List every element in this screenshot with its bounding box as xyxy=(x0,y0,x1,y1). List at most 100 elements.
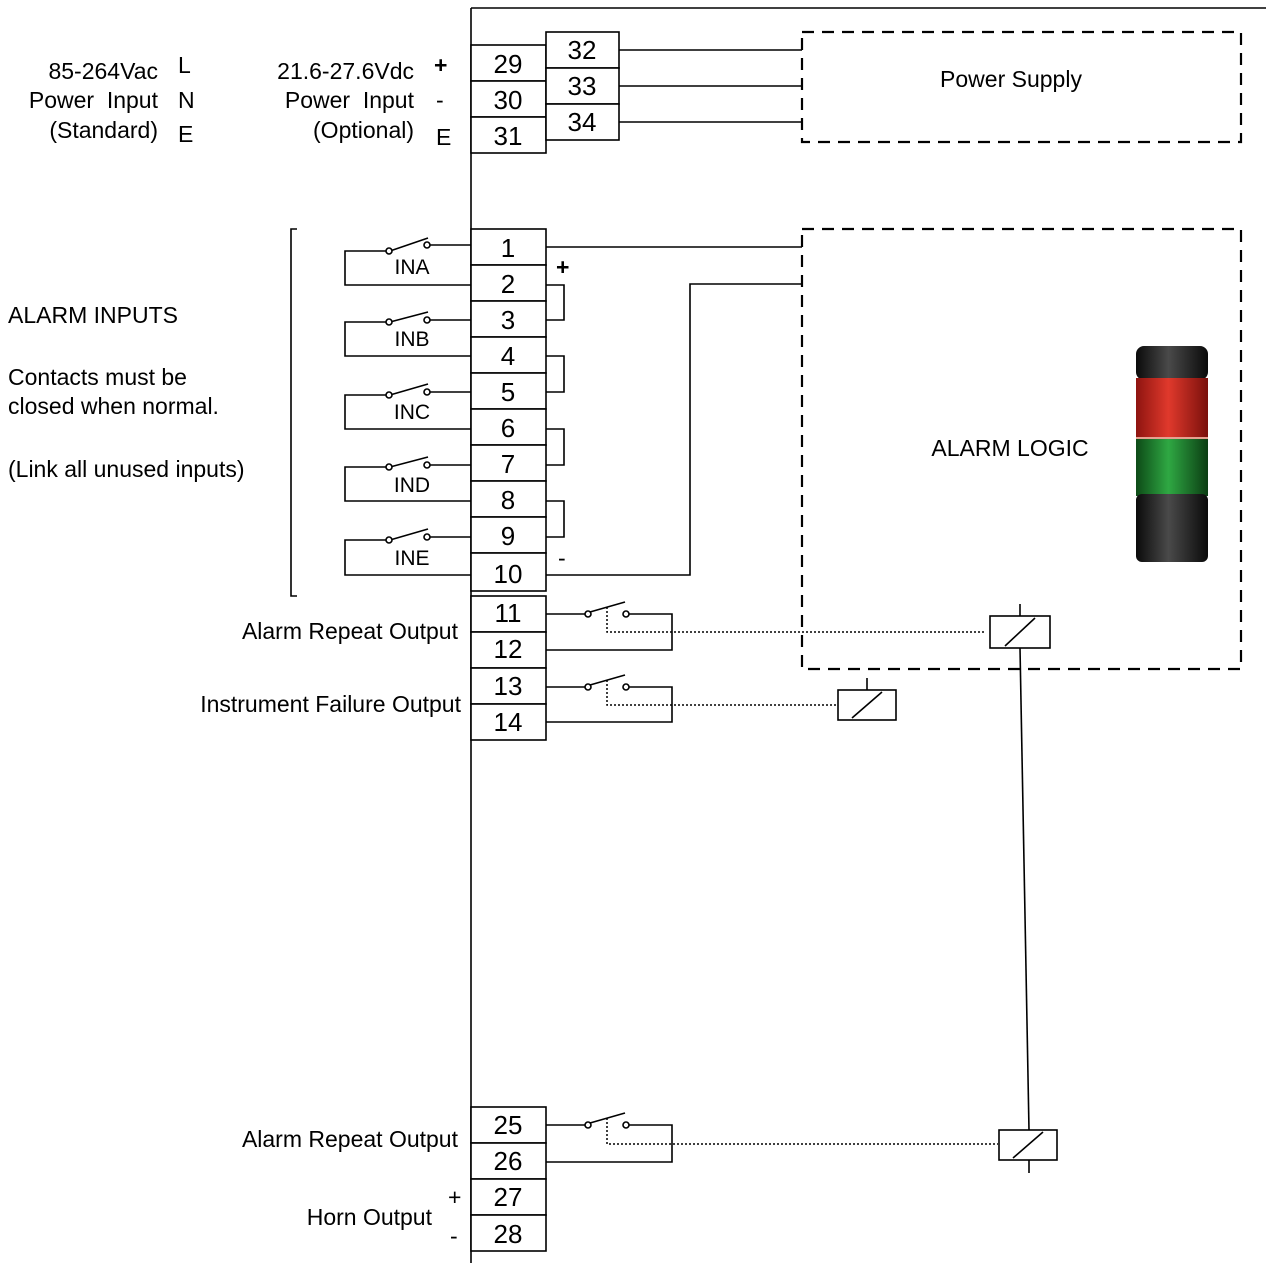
terminal-8 xyxy=(470,480,547,518)
switch-ine-pivot xyxy=(385,536,393,544)
power-supply-label: Power Supply xyxy=(940,66,1082,92)
link-8-9 xyxy=(546,500,565,538)
relay-contact-2-pivot xyxy=(584,683,592,691)
switch-inc-pivot xyxy=(385,391,393,399)
dc-voltage-label: 21.6-27.6Vdc xyxy=(277,58,414,84)
switch-inc-label: INC xyxy=(394,401,430,424)
link-2-3 xyxy=(546,284,565,321)
terminal-26-label: 26 xyxy=(494,1146,523,1176)
terminal-30-label: 30 xyxy=(494,85,523,115)
horn-plus-sign: + xyxy=(448,1184,461,1210)
relay-2-actuator-link xyxy=(606,680,837,706)
alarm-logic-section: ALARM LOGIC xyxy=(800,227,1243,671)
horn-output-label: Horn Output xyxy=(307,1204,433,1230)
terminal-7 xyxy=(470,444,547,482)
terminal-32 xyxy=(545,31,620,69)
switch-inb-wire-loop xyxy=(344,321,471,357)
inputs-note-line1: Contacts must be xyxy=(8,364,187,390)
beacon-icon xyxy=(1136,346,1208,562)
relay-contact-3-pivot xyxy=(584,1121,592,1129)
ac-voltage-label: 85-264Vac xyxy=(48,58,158,84)
ac-pin-n: N xyxy=(178,87,195,113)
terminal-14-label: 14 xyxy=(494,707,523,737)
switch-ina-pivot xyxy=(385,247,393,255)
bottom-outputs-section: Alarm Repeat Output Horn Output + - 25 2… xyxy=(242,1106,1058,1252)
terminal-13-label: 13 xyxy=(494,671,523,701)
relay-1-actuator-link xyxy=(606,607,986,633)
relay-contact-1-contact xyxy=(622,610,630,618)
terminal-32-label: 32 xyxy=(568,35,597,65)
switch-ina-blade xyxy=(389,237,429,252)
alarm-repeat-output-1-label: Alarm Repeat Output xyxy=(242,618,459,644)
switch-inc-blade xyxy=(389,383,429,396)
terminal-34-label: 34 xyxy=(568,107,597,137)
alarm-inputs-title: ALARM INPUTS xyxy=(8,302,178,328)
inputs-note-line3: (Link all unused inputs) xyxy=(8,456,245,482)
switch-ind-wire-loop xyxy=(344,466,471,502)
switch-inb-blade xyxy=(389,311,429,323)
switch-inc-contact xyxy=(423,388,431,396)
relay-contact-2-wire-out xyxy=(546,686,673,723)
relay-coil-1-slash xyxy=(1004,617,1036,647)
terminal-1-label: 1 xyxy=(501,233,515,263)
beacon-base xyxy=(1136,494,1208,562)
relay-3-actuator-link xyxy=(606,1118,998,1145)
beacon-red-segment xyxy=(1136,378,1208,438)
beacon-top-cap xyxy=(1136,346,1208,380)
switch-ind-blade xyxy=(389,456,429,468)
terminal-25-label: 25 xyxy=(494,1110,523,1140)
terminal-1 xyxy=(470,228,547,266)
terminal-12-label: 12 xyxy=(494,634,523,664)
terminal-27 xyxy=(470,1178,547,1216)
relay-contact-3-contact xyxy=(622,1121,630,1129)
terminal-4-label: 4 xyxy=(501,341,515,371)
terminal-3-label: 3 xyxy=(501,305,515,335)
wire-10-to-logic xyxy=(546,283,802,576)
switch-inb-contact xyxy=(423,316,431,324)
terminal-9 xyxy=(470,516,547,554)
outputs-section: Alarm Repeat Output Instrument Failure O… xyxy=(200,595,1051,1131)
switch-ina-label: INA xyxy=(394,256,429,279)
switch-ine-wire-loop xyxy=(344,539,471,576)
switch-ine-label: INE xyxy=(394,547,429,570)
terminal-10 xyxy=(470,552,547,592)
relay-contact-2-contact xyxy=(622,683,630,691)
terminal-28 xyxy=(470,1214,547,1252)
inputs-bracket xyxy=(290,228,297,597)
terminal-4 xyxy=(470,336,547,374)
terminal-2 xyxy=(470,264,547,302)
terminal-5-label: 5 xyxy=(501,377,515,407)
switch-ind-pivot xyxy=(385,463,393,471)
power-supply-box xyxy=(800,30,1243,144)
alarm-inputs-section: ALARM INPUTS Contacts must be closed whe… xyxy=(8,228,802,597)
relay-coil-3 xyxy=(998,1129,1058,1161)
terminal-10-label: 10 xyxy=(494,559,523,589)
alarm-repeat-output-2-label: Alarm Repeat Output xyxy=(242,1126,459,1152)
beacon-green-segment xyxy=(1136,438,1208,496)
terminal-5 xyxy=(470,372,547,410)
terminal-25 xyxy=(470,1106,547,1144)
alarm-logic-label: ALARM LOGIC xyxy=(931,435,1088,461)
inputs-plus-sign: + xyxy=(556,254,569,280)
relay-coil-3-slash xyxy=(1012,1131,1044,1159)
instrument-failure-output-label: Instrument Failure Output xyxy=(200,691,461,717)
terminal-29-label: 29 xyxy=(494,49,523,79)
dc-pin-minus: - xyxy=(436,87,444,113)
dc-pin-plus: + xyxy=(434,52,447,78)
switch-ine-contact xyxy=(423,533,431,541)
terminal-9-label: 9 xyxy=(501,521,515,551)
relay-contact-1-wire-out xyxy=(546,613,673,651)
ac-pin-l: L xyxy=(178,52,191,78)
terminal-7-label: 7 xyxy=(501,449,515,479)
switch-ine-blade xyxy=(389,528,429,541)
terminal-8-label: 8 xyxy=(501,485,515,515)
terminal-2-label: 2 xyxy=(501,269,515,299)
switch-ina-wire-loop xyxy=(344,250,471,286)
relay-coil-2-slash xyxy=(851,691,883,719)
terminal-28-label: 28 xyxy=(494,1219,523,1249)
ac-standard-label: (Standard) xyxy=(49,117,158,143)
relay-coil-link-vertical xyxy=(1019,647,1030,1131)
switch-ind-contact xyxy=(423,461,431,469)
switch-inb-pivot xyxy=(385,318,393,326)
